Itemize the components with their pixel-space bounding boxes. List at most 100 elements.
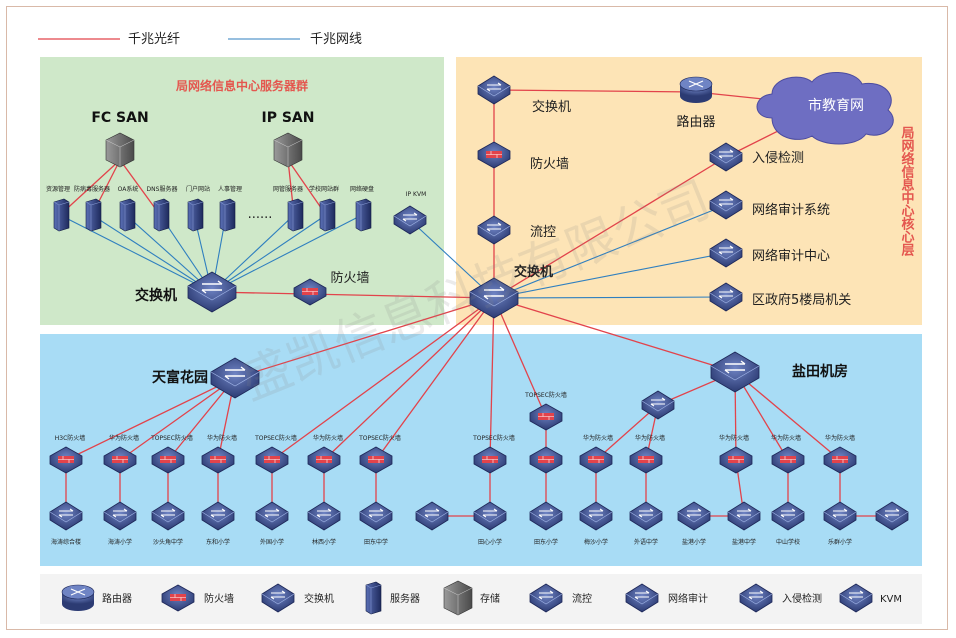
school-label: 外语中学 [634, 538, 658, 546]
school-label: 海涛综合楼 [51, 538, 81, 546]
server-switch-label: 交换机 [135, 287, 177, 304]
audit-center-icon [709, 238, 743, 268]
server-links [59, 159, 495, 299]
firewall-icon [719, 446, 753, 474]
server-icon [287, 198, 304, 232]
legend-label: 入侵检测 [782, 592, 822, 605]
school-switch-icon [677, 501, 711, 531]
server-icon [187, 198, 204, 232]
server-label: DNS服务器 [147, 185, 178, 193]
legend-label: 路由器 [102, 592, 132, 605]
server-label: OA系统 [118, 185, 139, 193]
ip-kvm-label: IP KVM [406, 191, 427, 198]
firewall-icon [629, 446, 663, 474]
kvm-legend-icon [839, 583, 873, 613]
school-label: 乐群小学 [828, 538, 852, 546]
server-ellipsis: ...... [248, 207, 273, 222]
legend-label: 服务器 [390, 592, 420, 605]
switch-legend-icon [261, 583, 295, 613]
education-network-label: 市教育网 [808, 97, 864, 114]
school-label: 田东中学 [364, 538, 388, 546]
server-label: 网管服务器 [273, 185, 303, 193]
school-switch-icon [415, 501, 449, 531]
server-label: 防病毒服务器 [74, 185, 110, 193]
legend-label: 防火墙 [204, 592, 234, 605]
school-switch-icon [201, 501, 235, 531]
school-switch-icon [49, 501, 83, 531]
school-network-zone [40, 334, 922, 566]
server-group-zone [40, 57, 444, 325]
ids-label: 入侵检测 [752, 150, 804, 166]
fc-san-label: FC SAN [91, 110, 148, 126]
server-label: 学校网站群 [309, 185, 339, 193]
school-switch-icon [307, 501, 341, 531]
audit-system-label: 网络审计系统 [752, 202, 830, 218]
server-firewall-label: 防火墙 [330, 270, 369, 286]
server-icon [85, 198, 102, 232]
flow-control-icon [477, 215, 511, 245]
school-label: 外国小学 [260, 538, 284, 546]
school-label: 梅沙小学 [584, 538, 608, 546]
ids-legend-icon [739, 583, 773, 613]
server-firewall-icon [293, 278, 327, 306]
school-switch-icon [529, 501, 563, 531]
distribution-links [65, 297, 892, 517]
flow-control-legend-icon [529, 583, 563, 613]
server-icon [53, 198, 70, 232]
firewall-label: 华为防火墙 [207, 434, 237, 442]
router-legend-icon [61, 584, 95, 612]
school-label: 中山学校 [776, 538, 800, 546]
firewall-icon [473, 446, 507, 474]
core-links [493, 89, 821, 299]
firewall-label: 华为防火墙 [583, 434, 613, 442]
core-layer-title: 局网络信息中心核心层 [899, 126, 915, 257]
yantian-label: 盐田机房 [792, 363, 848, 380]
copper-legend-label: 千兆网线 [310, 32, 362, 47]
firewall-icon [307, 446, 341, 474]
school-switch-icon [629, 501, 663, 531]
firewall-label: 华为防火墙 [719, 434, 749, 442]
firewall-label: H3C防火墙 [55, 434, 86, 442]
education-network-cloud [756, 71, 894, 145]
server-icon [355, 198, 372, 232]
school-switch-icon [103, 501, 137, 531]
school-label: 盐港中学 [732, 538, 756, 546]
audit-center-label: 网络审计中心 [752, 248, 830, 264]
core-firewall-label: 防火墙 [530, 156, 569, 172]
server-label: 资源管理 [46, 185, 70, 193]
firewall-icon [201, 446, 235, 474]
school-switch-icon [771, 501, 805, 531]
core-firewall-icon [477, 141, 511, 169]
firewall-label: 华为防火墙 [771, 434, 801, 442]
ip-san-storage-icon [273, 132, 303, 168]
school-label: 东和小学 [206, 538, 230, 546]
storage-legend-icon [443, 580, 473, 616]
topsec-high-label: TOPSEC防火墙 [524, 391, 567, 399]
school-label: 田东小学 [534, 538, 558, 546]
school-switch-icon [255, 501, 289, 531]
legend-label: 网络审计 [668, 592, 708, 605]
firewall-legend-icon [161, 584, 195, 612]
firewall-label: 华为防火墙 [825, 434, 855, 442]
server-icon [219, 198, 236, 232]
school-label: 海涛小学 [108, 538, 132, 546]
school-switch-icon [151, 501, 185, 531]
firewall-label: TOPSEC防火墙 [150, 434, 193, 442]
ids-icon [709, 142, 743, 172]
flow-control-label: 流控 [530, 225, 556, 240]
firewall-row: H3C防火墙 华为防火墙 TOPSEC防火墙 华为防火墙 TOPSEC防火墙 华… [49, 434, 857, 474]
firewall-icon [103, 446, 137, 474]
firewall-icon [49, 446, 83, 474]
fc-san-storage-icon [105, 132, 135, 168]
school-switch-icon [359, 501, 393, 531]
core-top-switch-icon [477, 75, 511, 105]
firewall-label: 华为防火墙 [313, 434, 343, 442]
firewall-label: 华为防火墙 [109, 434, 139, 442]
firewall-icon [255, 446, 289, 474]
school-switch-icon [579, 501, 613, 531]
school-switch-icon [875, 501, 909, 531]
server-switch-icon [187, 271, 237, 313]
server-icon [153, 198, 170, 232]
